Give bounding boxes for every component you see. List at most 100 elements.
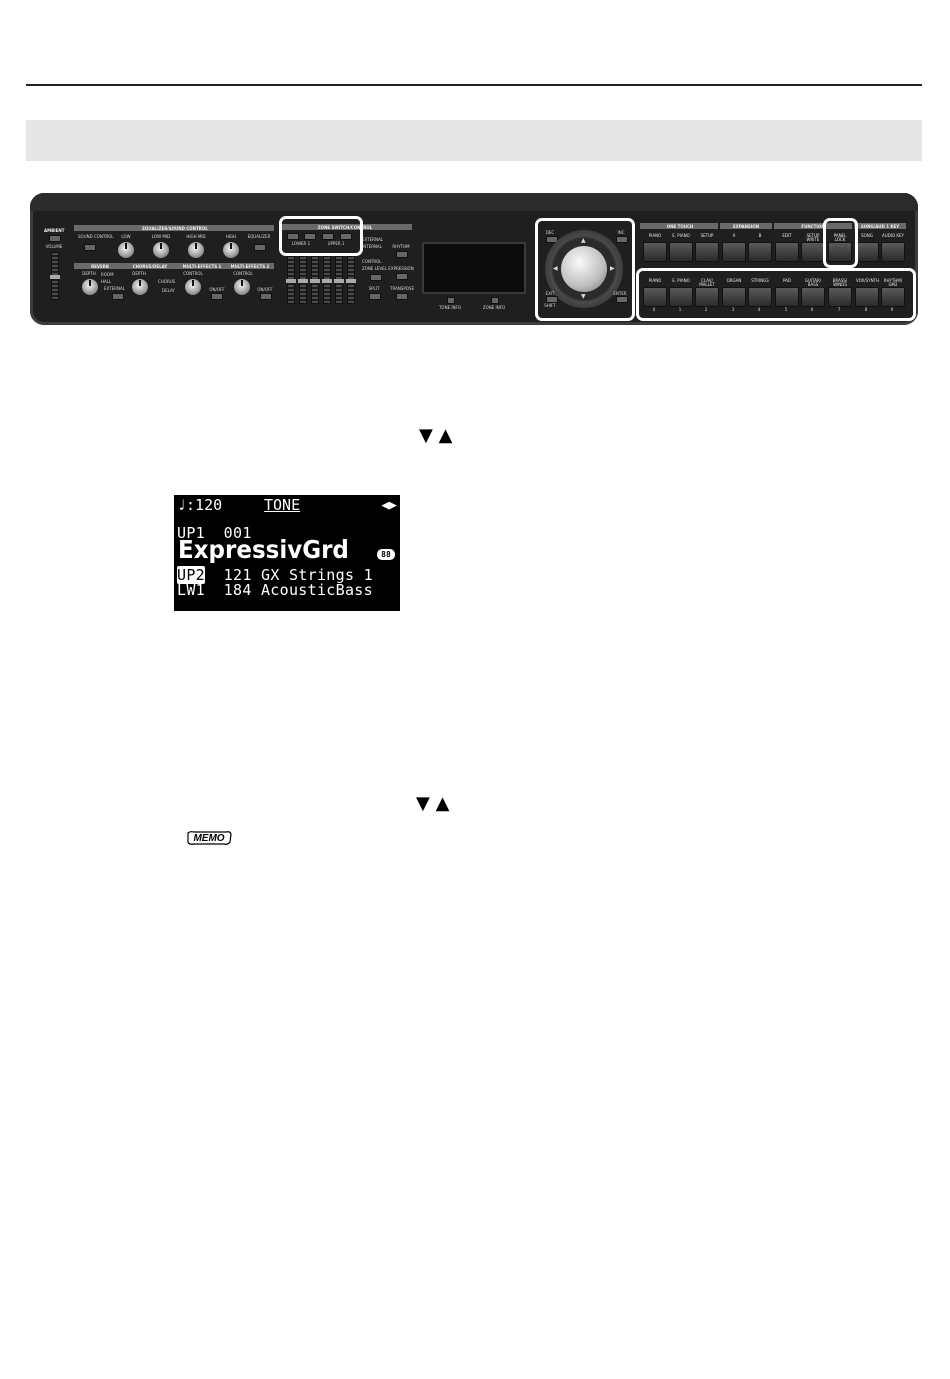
zone-fader-1[interactable] [286,256,296,304]
enter-button[interactable] [616,296,628,303]
top-btn-setup[interactable]: SETUP [695,234,719,262]
eq-low-knob[interactable] [118,242,134,258]
reverb-external-label: EXTERNAL [104,286,125,291]
expansion-header: EXPANSION [733,224,759,229]
value-dial[interactable] [561,246,607,292]
rhythm-button[interactable] [396,251,408,258]
top-btn-b[interactable]: B [748,234,772,262]
cat-num-7: 7 [837,307,841,312]
dec-label: DEC [545,230,555,235]
rhythm-label: RHYTHM [392,244,410,249]
split-button[interactable] [369,293,381,300]
top-btn-audio-key[interactable]: AUDIO KEY [881,234,905,262]
screen-tempo: ♩:120 [177,496,223,514]
exit-label: EXIT [545,291,555,296]
cat-btn-organ[interactable]: ORGAN [722,279,746,307]
mfx1-control-knob[interactable] [185,279,201,295]
zone-level-button[interactable] [370,274,382,281]
cat-btn-organ-label: ORGAN [726,278,742,283]
cat-btn-vox-label: VOX/SYNTH [856,278,880,283]
zone-fader-6[interactable] [346,256,356,304]
split-label: SPLIT [368,286,380,291]
mfx1-button[interactable] [211,293,223,300]
cat-btn-piano[interactable]: PIANO [643,279,667,307]
transpose-button[interactable] [396,293,408,300]
zone-fader-3[interactable] [310,256,320,304]
cat-btn-vox[interactable]: VOX/SYNTH [855,279,879,307]
zone-upper2-button[interactable] [322,233,334,240]
expression-button[interactable] [396,273,408,280]
function-bar [774,223,852,229]
zone-info-button[interactable] [491,297,499,304]
screen-title: TONE [264,496,301,514]
mfx1-onoff-label: ON/OFF [209,287,225,292]
reverb-depth-knob[interactable] [82,279,98,295]
cat-num-9: 9 [890,307,894,312]
top-btn-setup-write[interactable]: SETUP WRITE [801,234,825,262]
screen-88-badge: 88 [377,549,395,560]
screen-tone-name: ExpressivGrd [178,535,349,564]
zone-fader-4[interactable] [322,256,332,304]
cat-btn-epiano[interactable]: E. PIANO [669,279,693,307]
cursor-down-icon[interactable]: ▼ [581,293,586,300]
one-touch-bar [640,223,718,229]
cat-btn-clav-label: CLAV/ MALLET [699,278,715,287]
zone-lower2-button[interactable] [287,233,299,240]
top-btn-audio-key-label: AUDIO KEY [882,233,904,238]
zone-fader-2[interactable] [298,256,308,304]
exit-button[interactable] [546,296,558,303]
eq-lowmid-knob[interactable] [153,242,169,258]
eq-high-knob[interactable] [223,242,239,258]
inc-button[interactable] [616,236,628,243]
panel-lock-highlight [823,218,858,268]
zone-lower1-button[interactable] [304,233,316,240]
cat-num-6: 6 [810,307,814,312]
top-btn-epiano[interactable]: E. PIANO [669,234,693,262]
zone-fader-5[interactable] [334,256,344,304]
screen-line-part3: LW1 184 AcousticBass [177,581,373,599]
cat-btn-brass[interactable]: BRASS/ WINDS [828,279,852,307]
top-btn-edit-label: EDIT [782,233,792,238]
mfx2-button[interactable] [260,293,272,300]
top-btn-song[interactable]: SONG [855,234,879,262]
cat-btn-rhythm[interactable]: RHYTHM/ GM2 [881,279,905,307]
zone-switch-highlight [279,216,363,256]
cat-num-4: 4 [757,307,761,312]
top-btn-panel-lock[interactable]: PANEL LOCK [828,234,852,262]
screen-line-part2: UP2 121 GX Strings 1 [177,566,373,584]
eq-highmid-knob[interactable] [188,242,204,258]
top-btn-a[interactable]: A [722,234,746,262]
panel-display [422,242,526,294]
chorus-depth-knob[interactable] [132,279,148,295]
top-btn-edit[interactable]: EDIT [775,234,799,262]
inc-label: INC [617,230,625,235]
cursor-arrows-2: ▼ ▲ [416,793,450,814]
cat-btn-guitar-label: GUITAR/ BASS [804,278,822,287]
reverb-depth-label: DEPTH [82,271,96,276]
cat-btn-epiano-label: E. PIANO [672,278,690,283]
mfx2-control-knob[interactable] [234,279,250,295]
tone-info-button[interactable] [447,297,455,304]
volume-label: VOLUME [45,244,63,249]
cat-btn-guitar[interactable]: GUITAR/ BASS [801,279,825,307]
cursor-up-icon[interactable]: ▲ [581,237,586,244]
zone-control-label: CONTROL [362,259,382,264]
cat-num-8: 8 [864,307,868,312]
zone-upper1-button[interactable] [340,233,352,240]
cat-btn-pad[interactable]: PAD [775,279,799,307]
reverb-hall-label: HALL [101,279,112,284]
sound-control-button[interactable] [84,244,96,251]
volume-slider[interactable] [50,252,60,300]
mfx2-header: MULTI-EFFECTS 2 [230,264,270,269]
expression-label: EXPRESSION [388,266,414,271]
cat-btn-strings[interactable]: STRINGS [748,279,772,307]
top-btn-piano[interactable]: PIANO [643,234,667,262]
cat-btn-strings-label: STRINGS [751,278,769,283]
header-rule [26,84,922,86]
cat-btn-clav[interactable]: CLAV/ MALLET [695,279,719,307]
ambient-button[interactable] [49,235,61,242]
eq-button[interactable] [254,244,266,251]
cursor-right-icon[interactable]: ▶ [610,265,615,272]
reverb-button[interactable] [112,293,124,300]
cursor-left-icon[interactable]: ◀ [553,265,558,272]
